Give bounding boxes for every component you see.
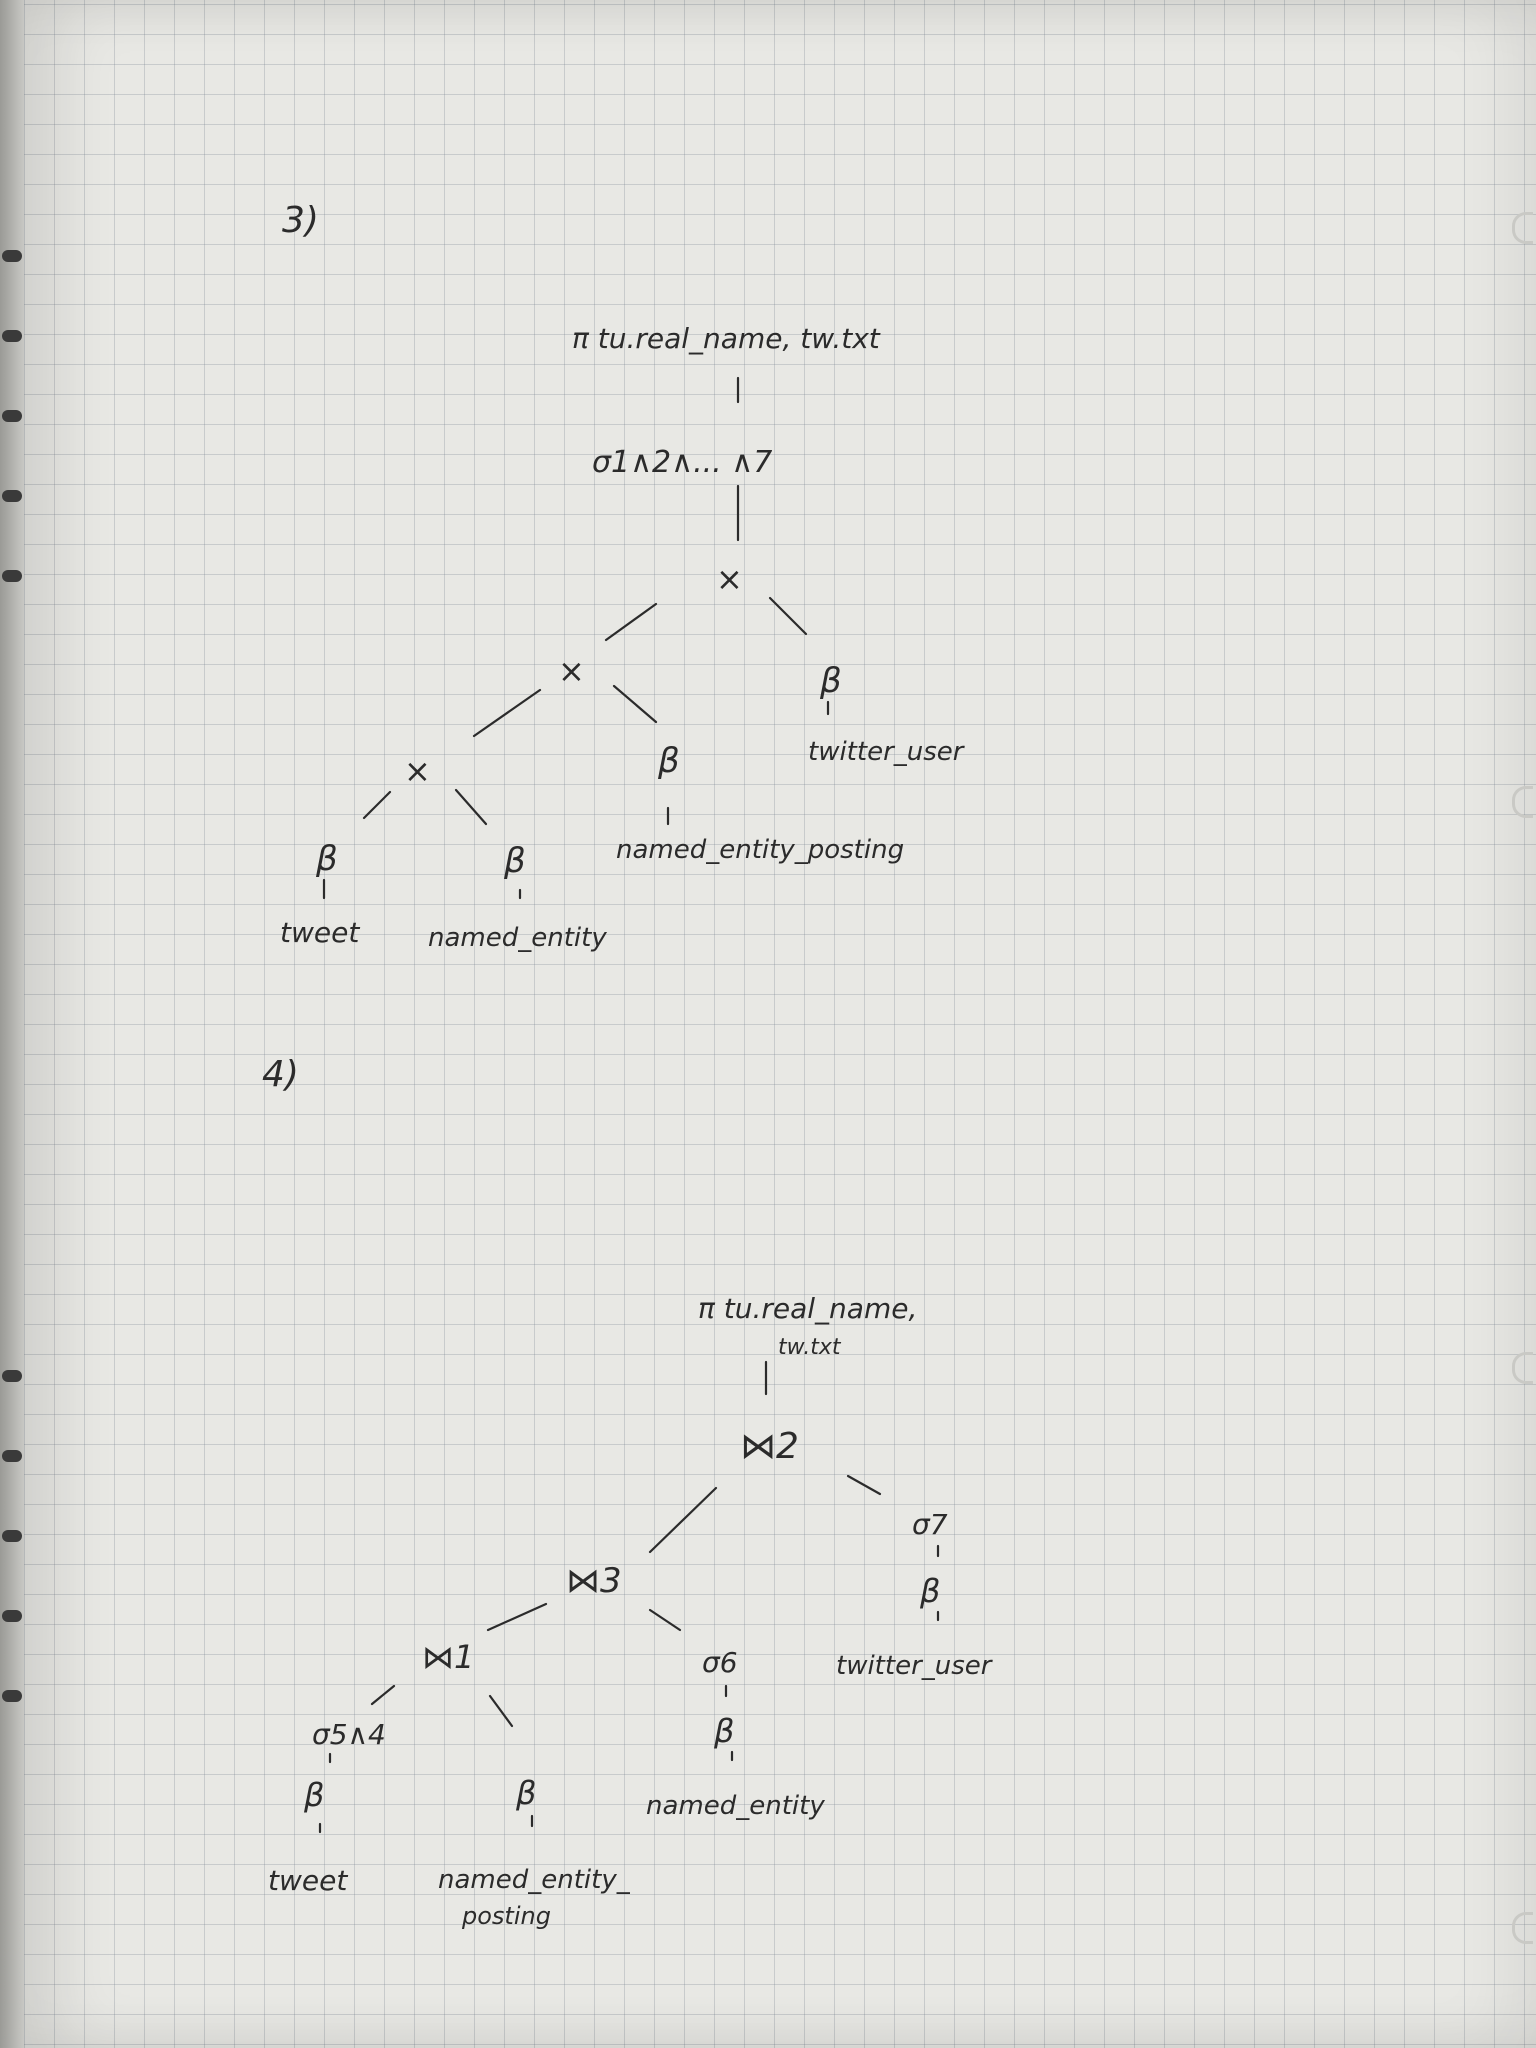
scan-node: β [657, 741, 680, 781]
relation-named-entity-posting: named_entity_ [438, 1865, 631, 1895]
selection-node: σ5∧4 [312, 1718, 386, 1751]
section-3-label: 3) [282, 200, 319, 241]
relation-named-entity: named_entity [428, 923, 607, 953]
selection-node: σ1∧2∧... ∧7 [592, 445, 772, 480]
scan-node: β [919, 1572, 940, 1610]
edge [486, 1602, 548, 1632]
margin-ring [1512, 212, 1533, 244]
relation-named-entity-posting-continued: posting [461, 1902, 551, 1930]
scan-node: β [819, 661, 842, 701]
join-node: ⋈2 [740, 1426, 799, 1467]
relation-twitter-user: twitter_user [836, 1651, 994, 1681]
graph-paper-page [18, 0, 1536, 2048]
edge [648, 1608, 682, 1632]
join-node: ⋈1 [422, 1638, 474, 1676]
binding-hole [2, 1370, 22, 1382]
cross-product-node: × [558, 652, 585, 690]
cross-product-node: × [404, 752, 431, 790]
binding-hole [2, 1530, 22, 1542]
edge [472, 688, 542, 738]
scan-node: β [503, 841, 526, 881]
binding-hole [2, 330, 22, 342]
margin-ring [1512, 1352, 1533, 1384]
edge [604, 602, 658, 642]
section-4-label: 4) [262, 1054, 299, 1095]
relation-tweet: tweet [268, 1864, 348, 1897]
scan-node: β [515, 1774, 536, 1812]
scan-node: β [303, 1776, 324, 1814]
binding-hole [2, 410, 22, 422]
scan-node: β [713, 1712, 734, 1750]
relation-named-entity-posting: named_entity_posting [616, 835, 904, 865]
cross-product-node: × [716, 560, 743, 598]
selection-node: σ7 [912, 1508, 948, 1541]
relation-named-entity: named_entity [646, 1791, 825, 1821]
projection-node-continued: tw.txt [778, 1335, 842, 1360]
edge [768, 596, 808, 636]
binding-hole [2, 1450, 22, 1462]
projection-node: π tu.real_name, [698, 1292, 917, 1325]
edge [370, 1684, 396, 1706]
edge [648, 1486, 718, 1554]
binding-hole [2, 1610, 22, 1622]
binding-hole [2, 570, 22, 582]
selection-node: σ6 [702, 1646, 738, 1679]
join-node: ⋈3 [566, 1561, 622, 1601]
projection-node: π tu.real_name, tw.txt [572, 322, 881, 355]
section-4-tree: 4) π tu.real_name, tw.txt ⋈2 σ7 β twitte… [262, 1054, 994, 1930]
binding-hole [2, 250, 22, 262]
edge [488, 1694, 514, 1728]
relation-tweet: tweet [280, 916, 360, 949]
margin-ring [1512, 1912, 1533, 1944]
section-3-tree: 3) π tu.real_name, tw.txt σ1∧2∧... ∧7 × … [280, 200, 966, 953]
edge [612, 684, 658, 724]
edge [454, 788, 488, 826]
margin-ring [1512, 786, 1533, 818]
binding-hole [2, 490, 22, 502]
edge [846, 1474, 882, 1496]
binding-hole [2, 1690, 22, 1702]
edge [362, 790, 392, 820]
scan-node: β [315, 839, 338, 879]
relation-twitter-user: twitter_user [808, 737, 966, 767]
